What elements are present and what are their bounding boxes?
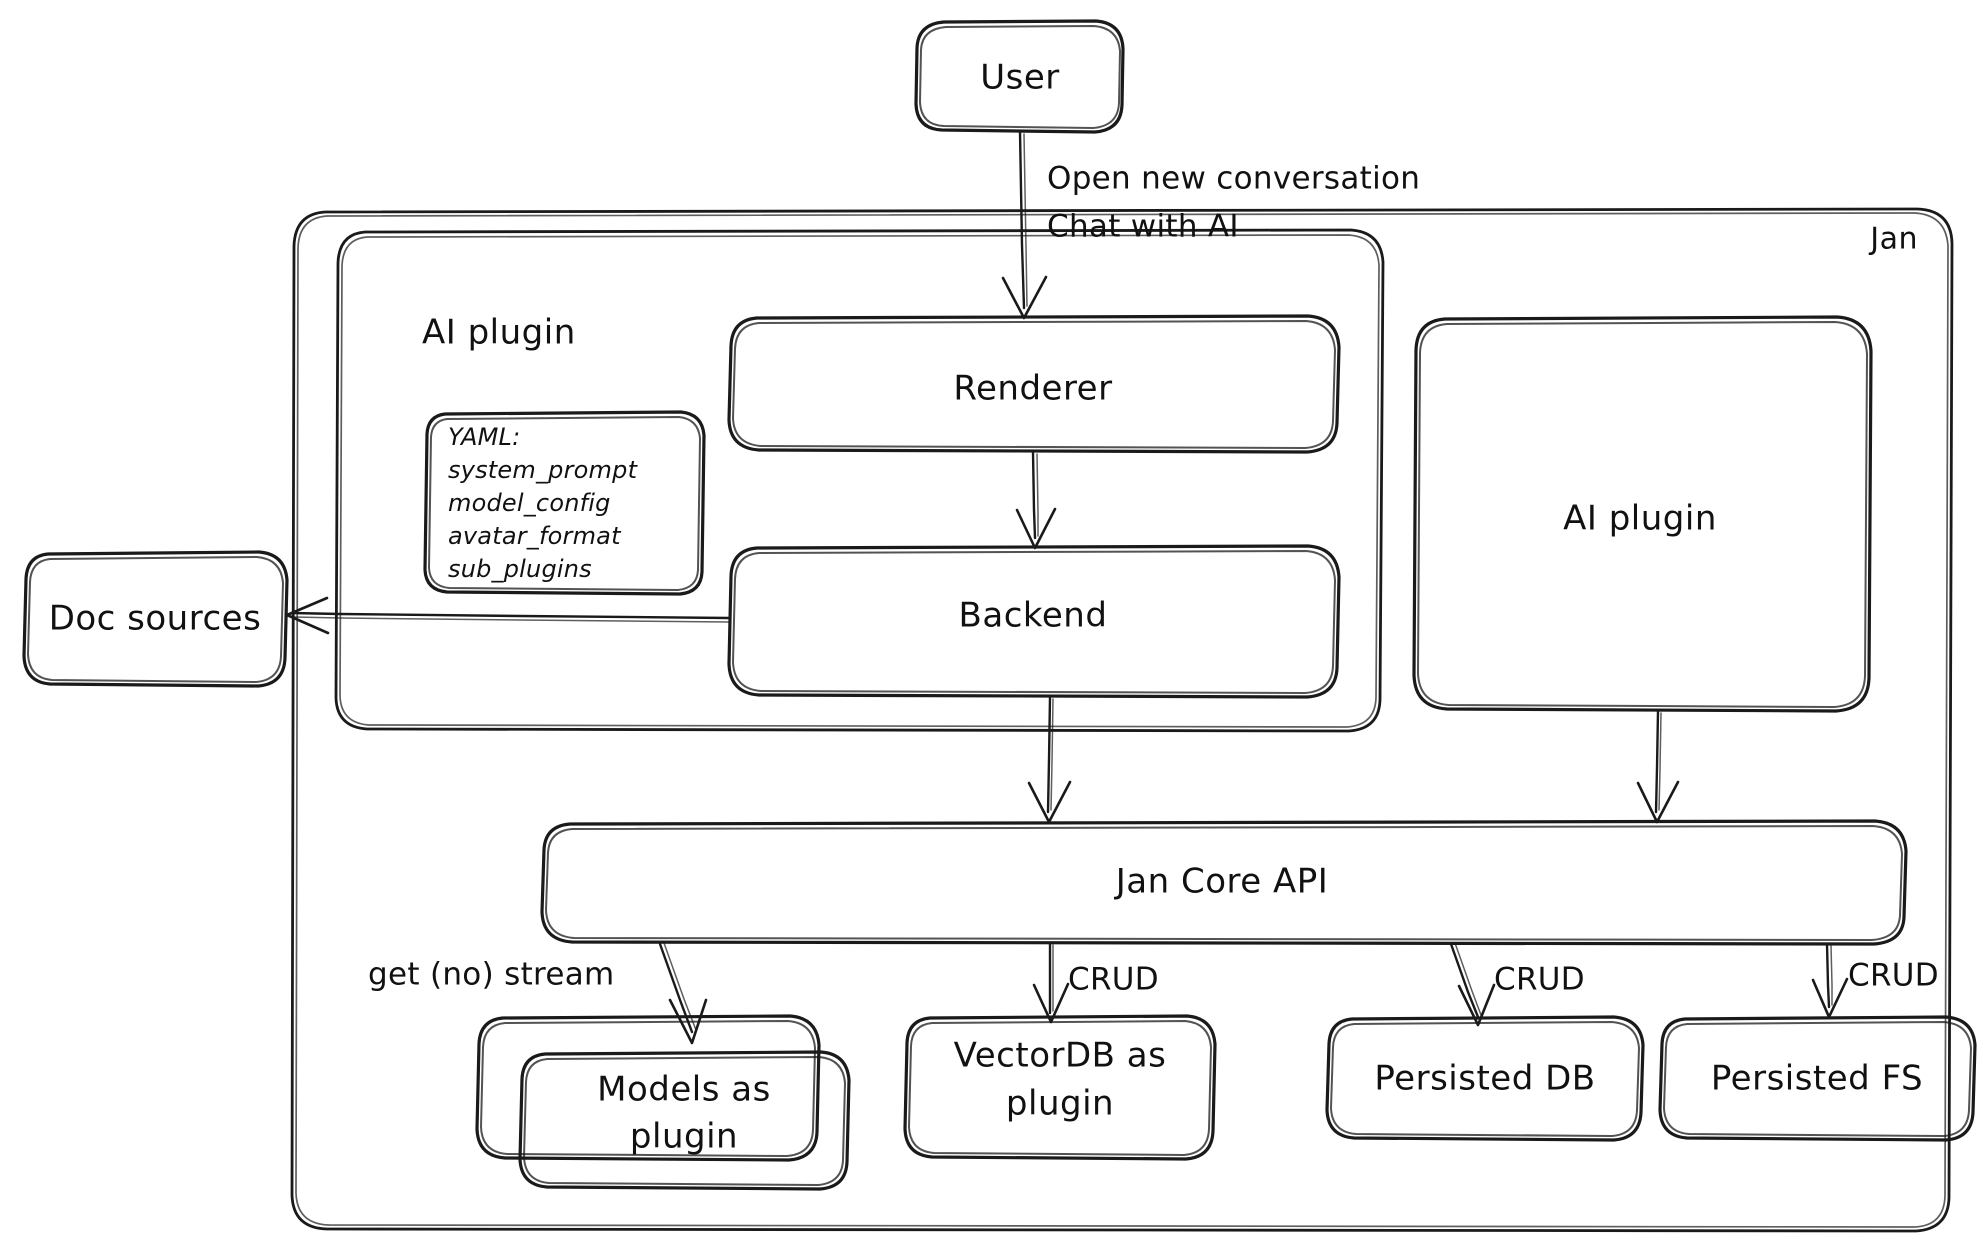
edge-api-to-models: get (no) stream	[368, 942, 708, 1045]
edge-label-chat-with-ai: Chat with AI	[1047, 209, 1239, 245]
node-vectordb-plugin[interactable]: VectorDB as plugin	[903, 1014, 1217, 1161]
node-label-backend: Backend	[959, 596, 1108, 636]
node-yaml-box: YAML: system_prompt model_config avatar_…	[423, 410, 706, 596]
cluster-ai-plugin-group: AI plugin	[334, 228, 1385, 733]
edge-label-open-conversation: Open new conversation	[1047, 161, 1420, 197]
cluster-jan: Jan	[290, 207, 1954, 1233]
node-label-models-plugin-line2: plugin	[630, 1117, 738, 1157]
node-label-models-plugin-line1: Models as	[597, 1070, 771, 1110]
node-label-persisted-fs: Persisted FS	[1711, 1059, 1923, 1099]
edge-label-get-no-stream: get (no) stream	[368, 957, 615, 993]
node-label-vectordb-line1: VectorDB as	[954, 1036, 1167, 1076]
edge-label-crud-persisted-fs: CRUD	[1848, 958, 1939, 994]
node-label-persisted-db: Persisted DB	[1374, 1059, 1595, 1099]
node-persisted-db[interactable]: Persisted DB	[1325, 1015, 1645, 1142]
node-backend[interactable]: Backend	[727, 544, 1341, 699]
yaml-line-3: avatar_format	[448, 522, 622, 550]
edge-label-crud-vectordb: CRUD	[1068, 962, 1159, 998]
edge-backend-to-jan-core-api	[1027, 695, 1072, 824]
node-label-renderer: Renderer	[953, 369, 1112, 409]
yaml-line-4: sub_plugins	[448, 555, 592, 583]
yaml-line-2: model_config	[448, 489, 611, 517]
node-renderer[interactable]: Renderer	[727, 314, 1341, 454]
node-label-ai-plugin: AI plugin	[1563, 499, 1717, 539]
edge-api-to-persisted-fs: CRUD	[1811, 942, 1939, 1019]
cluster-label-ai-plugin-group: AI plugin	[422, 313, 576, 353]
node-doc-sources[interactable]: Doc sources	[22, 550, 289, 688]
cluster-label-jan: Jan	[1868, 222, 1918, 257]
yaml-line-1: system_prompt	[448, 456, 639, 484]
edge-backend-to-doc-sources	[285, 596, 731, 635]
node-label-user: User	[980, 58, 1060, 98]
edge-api-to-persisted-db: CRUD	[1449, 942, 1585, 1027]
node-ai-plugin[interactable]: AI plugin	[1412, 315, 1873, 713]
node-label-jan-core-api: Jan Core API	[1114, 862, 1329, 902]
edge-user-to-renderer: Open new conversation Chat with AI	[1001, 130, 1420, 320]
edge-label-crud-persisted-db: CRUD	[1494, 962, 1585, 998]
yaml-line-0: YAML:	[448, 423, 520, 451]
node-models-plugin[interactable]: Models as plugin	[475, 1014, 851, 1191]
node-jan-core-api[interactable]: Jan Core API	[540, 819, 1908, 946]
edge-renderer-to-backend	[1015, 450, 1057, 550]
node-label-vectordb-line2: plugin	[1006, 1084, 1114, 1124]
node-persisted-fs[interactable]: Persisted FS	[1658, 1015, 1977, 1142]
edge-ai-plugin-to-jan-core-api	[1636, 709, 1680, 824]
node-label-doc-sources: Doc sources	[49, 599, 262, 639]
node-user[interactable]: User	[914, 19, 1125, 134]
edge-api-to-vectordb: CRUD	[1032, 942, 1159, 1024]
